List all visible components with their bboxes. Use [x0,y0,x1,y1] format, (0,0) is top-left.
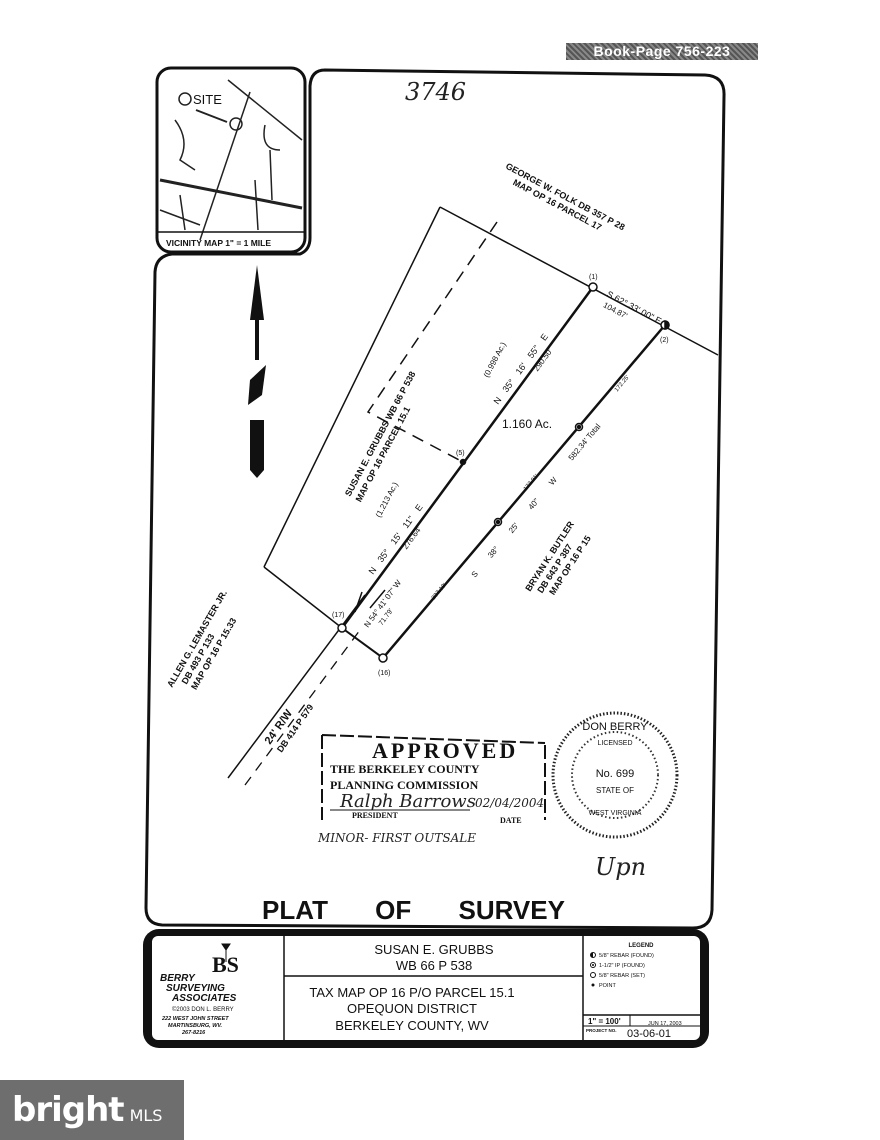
county: BERKELEY COUNTY, WV [335,1018,489,1033]
project-number: 03-06-01 [627,1028,671,1040]
company-address-line1: 222 WEST JOHN STREET [161,1016,229,1022]
approval-date: 02/04/2004 [475,796,544,810]
east-segment-3: 237.18' [431,582,448,601]
seal-licensed: LICENSED [597,740,632,747]
rebar-set-icon [590,972,596,978]
remainder-acreage-lower: (1.213 Ac.) [374,480,400,519]
seal-state: WEST VIRGINIA [589,810,642,817]
owner-name: SUSAN E. GRUBBS [374,942,494,957]
remainder-acreage-upper: (0.998 Ac.) [482,340,508,379]
survey-date: JUN 17, 2003 [648,1021,682,1027]
scale: 1" = 100' [588,1017,621,1026]
company-copyright: ©2003 DON L. BERRY [172,1006,234,1013]
watermark-suffix: MLS [129,1105,163,1125]
project-label: PROJECT NO. [586,1028,617,1033]
boundary-lines [227,206,719,786]
vicinity-map-frame [155,66,307,254]
point-1-label: (1) [589,274,598,281]
approved-title: APPROVED [372,738,518,763]
approval-line2: PLANNING COMMISSION [330,778,479,792]
legend-item-2: 1-1/2" IP (FOUND) [599,963,645,969]
owner-deed: WB 66 P 538 [396,958,472,973]
point-16-label: (16) [378,670,390,677]
company-name-line2: SURVEYING [166,983,225,994]
bright-mls-watermark: bright MLS [0,1080,184,1140]
east-segment-2: 172.91' [523,473,540,492]
district: OPEQUON DISTRICT [347,1001,477,1016]
vicinity-map-caption: VICINITY MAP 1" = 1 MILE [166,238,271,248]
company-logo: BS [212,952,239,977]
adjoiner-grubbs-line1: SUSAN E. GRUBBS WB 66 P 538 [343,370,417,498]
legend-item-3: 5/8" REBAR (SET) [599,973,645,979]
point-2-label: (2) [660,337,669,344]
seal-name: DON BERRY [582,721,648,733]
company-name-line3: ASSOCIATES [171,993,237,1004]
point-icon [591,983,595,987]
company-name-line1: BERRY [160,973,196,984]
handwritten-number: 3746 [405,78,466,106]
legend-title: LEGEND [628,943,654,949]
point-5-label: (5) [456,450,465,457]
book-page-stamp: Book-Page 756-223 [566,43,758,60]
approval-note: MINOR- FIRST OUTSALE [317,831,476,845]
east-total: 582.34' Total [567,422,603,462]
seal-number: No. 699 [596,768,635,780]
legend-item-1: 5/8" REBAR (FOUND) [599,953,654,959]
lot-acreage: 1.160 Ac. [502,417,552,431]
plat-title: PLAT OF SURVEY [262,895,565,925]
approval-stamp: APPROVED THE BERKELEY COUNTY PLANNING CO… [317,734,546,845]
company-address-line2: MARTINSBURG, WV. [168,1023,223,1029]
adjoiner-folk-line1: GEORGE W. FOLK DB 357 P 28 [504,161,626,232]
president-label: PRESIDENT [352,811,398,820]
date-label: DATE [500,816,522,825]
rebar-found-icon [590,952,593,958]
survey-monuments [337,282,670,663]
legend-item-4: POINT [599,983,616,989]
north-arrow-icon [248,265,266,478]
tax-map: TAX MAP OP 16 P/O PARCEL 15.1 [309,985,514,1000]
company-phone: 267-8216 [181,1030,206,1036]
title-block: BS BERRY SURVEYING ASSOCIATES ©2003 DON … [143,929,709,1048]
plat-frame [144,68,726,930]
vicinity-site-label: SITE [193,92,222,107]
seal-state-of: STATE OF [596,786,634,795]
approval-line1: THE BERKELEY COUNTY [330,762,480,776]
vicinity-map [159,79,303,241]
point-17-label: (17) [332,612,344,619]
surveyor-seal: DON BERRY LICENSED No. 699 STATE OF WEST… [551,711,679,881]
seal-initials: Upn [595,853,646,881]
president-signature: Ralph Barrows [339,791,476,812]
watermark-brand: bright [12,1090,125,1130]
